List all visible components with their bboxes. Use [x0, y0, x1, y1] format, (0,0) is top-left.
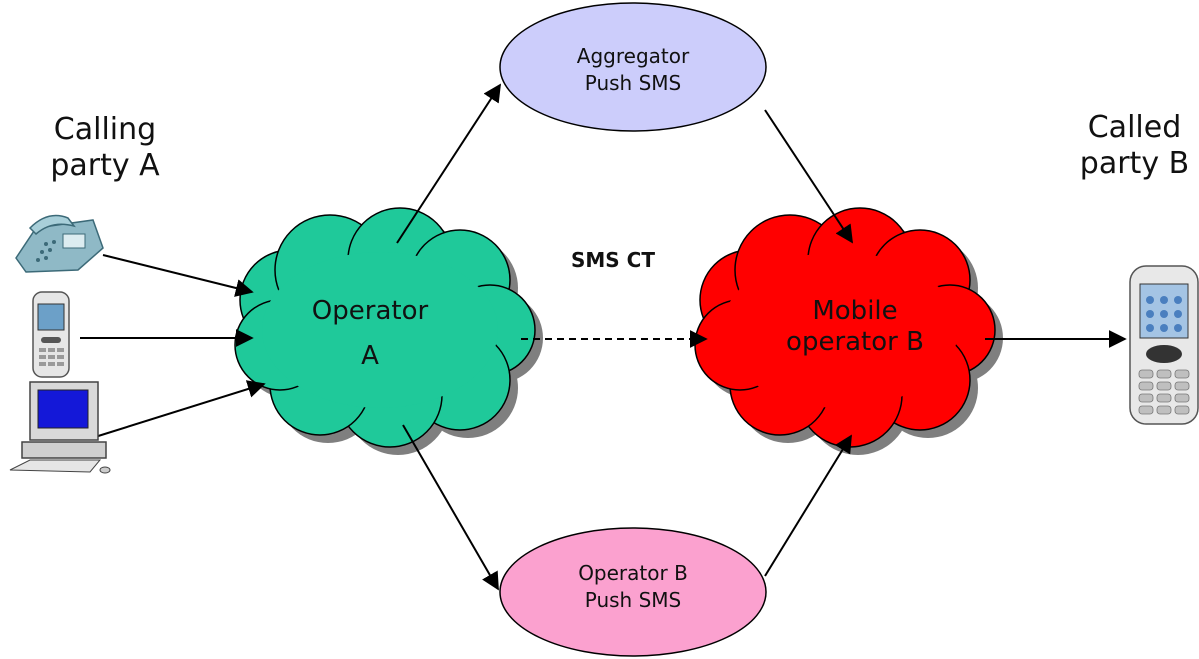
calling-party-label: Calling party A	[40, 112, 170, 184]
arrow-operator-a-to-aggregator	[396, 83, 501, 244]
aggregator-node	[499, 2, 767, 132]
aggregator-label: Aggregator Push SMS	[553, 44, 713, 95]
arrow-computer-to-operator-a	[94, 380, 266, 438]
calling-party-line1: Calling	[53, 112, 157, 147]
sms-ct-label: SMS CT	[571, 248, 655, 272]
operator-a-label: Operator A	[280, 296, 460, 372]
aggregator-line1: Aggregator	[576, 44, 690, 68]
desktop-computer-icon	[9, 381, 111, 474]
mobile-operator-b-line2: operator B	[786, 327, 924, 358]
operator-b-push-line2: Push SMS	[584, 588, 682, 612]
operator-b-push-line1: Operator B	[578, 561, 688, 585]
desk-phone-icon	[15, 214, 104, 273]
calling-party-line2: party A	[50, 148, 160, 183]
operator-a-cloud	[234, 207, 543, 455]
arrow-operator-a-to-operator-b-push	[402, 424, 499, 591]
called-mobile-phone-icon	[1129, 265, 1199, 425]
mobile-operator-b-cloud	[694, 207, 1003, 455]
operator-a-line1: Operator	[311, 296, 429, 326]
mobile-operator-b-label: Mobile operator B	[760, 296, 950, 358]
operator-b-push-node	[499, 527, 767, 657]
operator-a-line2: A	[361, 341, 379, 372]
arrow-aggregator-to-mobile-b	[764, 109, 853, 244]
operator-b-push-label: Operator B Push SMS	[553, 561, 713, 612]
mobile-operator-b-line1: Mobile	[812, 296, 898, 326]
called-party-label: Called party B	[1070, 110, 1199, 182]
called-party-line1: Called	[1087, 110, 1182, 145]
mobile-phone-icon	[32, 291, 70, 378]
called-party-line2: party B	[1079, 146, 1190, 181]
arrow-operator-b-push-to-mobile-b	[764, 434, 852, 577]
arrow-deskphone-to-operator-a	[102, 254, 254, 297]
aggregator-line2: Push SMS	[584, 71, 682, 95]
